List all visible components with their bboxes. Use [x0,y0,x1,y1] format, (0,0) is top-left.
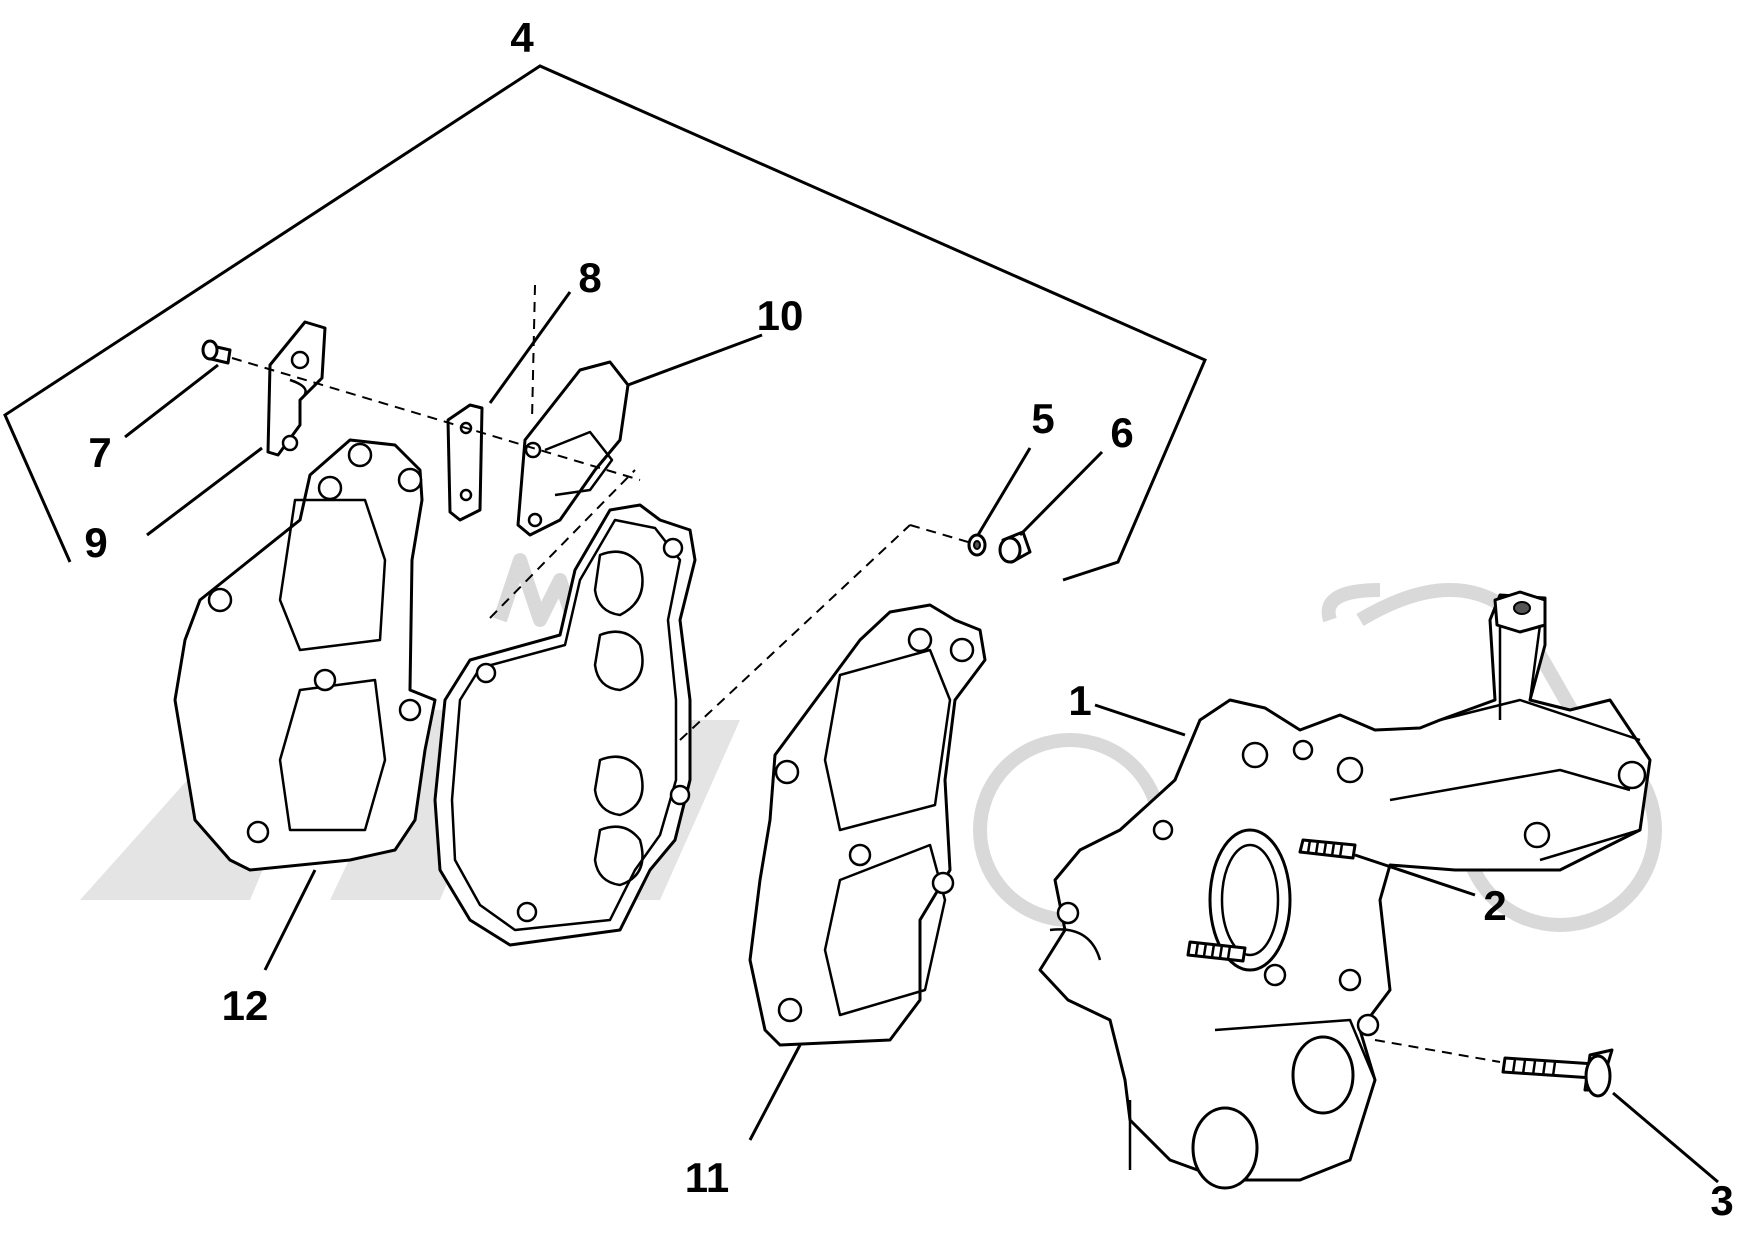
callout-3: 3 [1710,1177,1733,1224]
part-12-gasket [173,438,437,872]
part-9-plate [266,320,327,457]
callout-8: 8 [578,254,601,301]
callout-10: 10 [757,292,804,339]
callout-4: 4 [510,14,534,61]
part-1-housing [1038,590,1652,1190]
part-2-stud [1186,838,1357,963]
part-7-screw [201,339,232,365]
bracket-4 [3,64,1207,582]
part-5-washer [967,533,987,557]
callout-12: 12 [222,982,269,1029]
alignment-lines [231,284,1501,1063]
part-3-bolt [1501,1048,1614,1098]
callout-2: 2 [1483,882,1506,929]
part-11-gasket [748,603,987,1047]
callout-9: 9 [84,519,107,566]
part-reed-block [433,503,697,947]
part-8-strip [446,403,484,522]
callout-5: 5 [1031,395,1054,442]
callout-6: 6 [1110,409,1133,456]
leader-lines [124,291,1719,1184]
callout-1: 1 [1068,677,1091,724]
callout-11: 11 [685,1154,729,1201]
part-6-nut [998,530,1032,564]
callout-labels: 4 8 10 7 9 5 6 1 2 3 11 12 [84,14,1733,1224]
callout-7: 7 [88,429,111,476]
